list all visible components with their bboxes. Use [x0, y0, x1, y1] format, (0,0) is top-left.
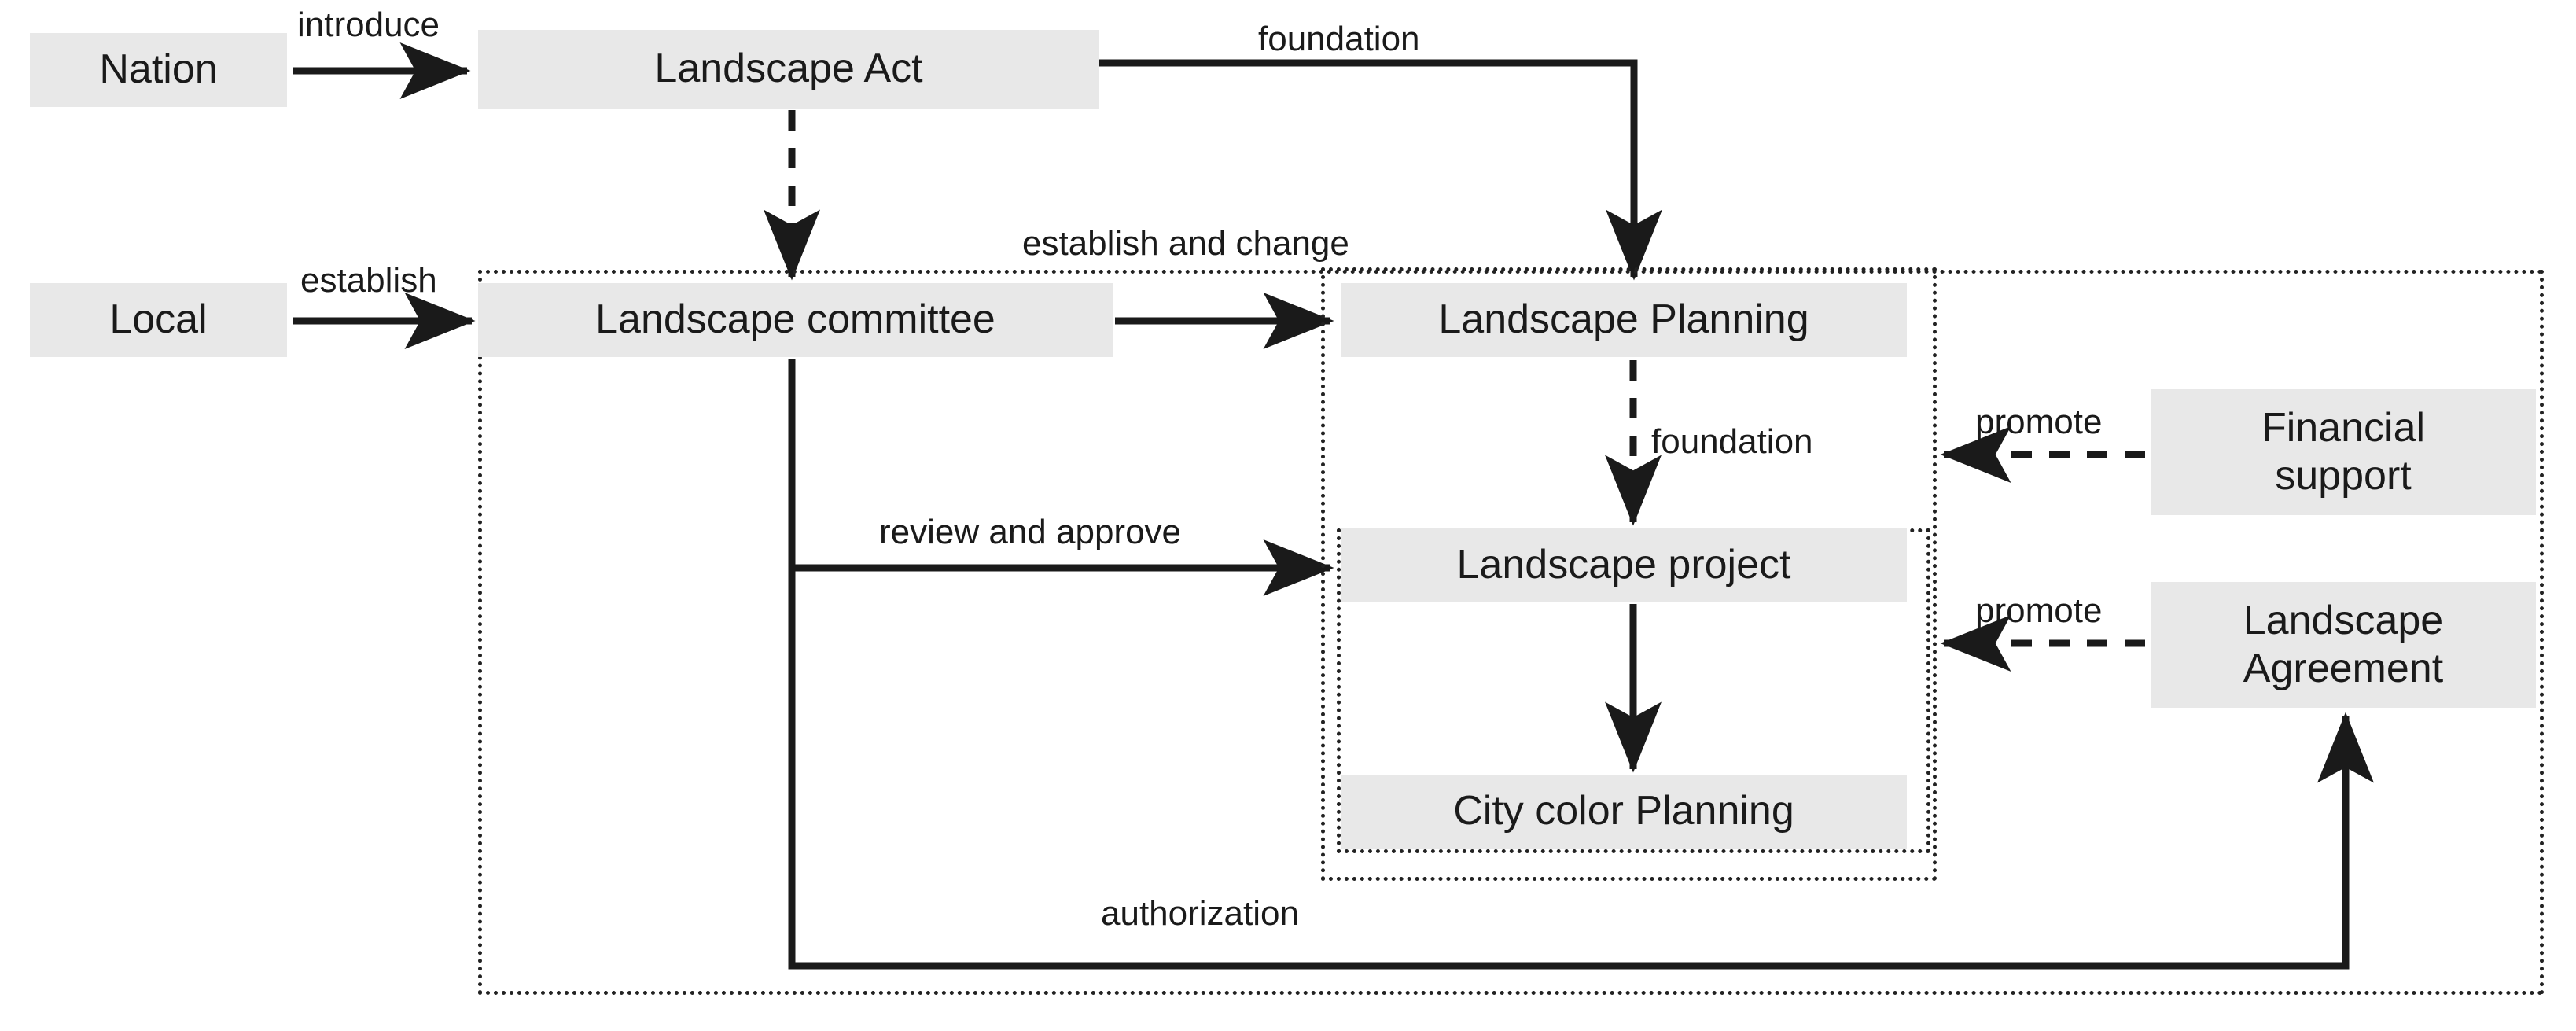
- edge-label-foundation-mid: foundation: [1651, 422, 1813, 461]
- node-landscape-planning[interactable]: Landscape Planning: [1341, 283, 1907, 357]
- edge-label-establish-and-change: establish and change: [1022, 224, 1349, 263]
- node-city-color-planning[interactable]: City color Planning: [1341, 775, 1907, 849]
- edge-label-promote-financial: promote: [1975, 403, 2103, 441]
- node-nation[interactable]: Nation: [30, 33, 287, 107]
- edge-label-review-and-approve: review and approve: [879, 513, 1182, 551]
- node-local[interactable]: Local: [30, 283, 287, 357]
- node-financial-support[interactable]: Financial support: [2151, 389, 2536, 515]
- edge-label-promote-agreement: promote: [1975, 591, 2103, 630]
- node-landscape-act[interactable]: Landscape Act: [478, 30, 1099, 109]
- edge-label-establish: establish: [300, 261, 437, 300]
- edge-authorization: [788, 568, 2374, 970]
- edge-label-foundation-top: foundation: [1258, 20, 1420, 58]
- node-landscape-project[interactable]: Landscape project: [1341, 528, 1907, 602]
- edge-label-authorization: authorization: [1101, 894, 1299, 933]
- node-landscape-agreement[interactable]: Landscape Agreement: [2151, 582, 2536, 708]
- edge-foundation-top: [1099, 59, 1662, 281]
- node-landscape-committee[interactable]: Landscape committee: [478, 283, 1113, 357]
- edge-label-introduce: introduce: [297, 6, 440, 44]
